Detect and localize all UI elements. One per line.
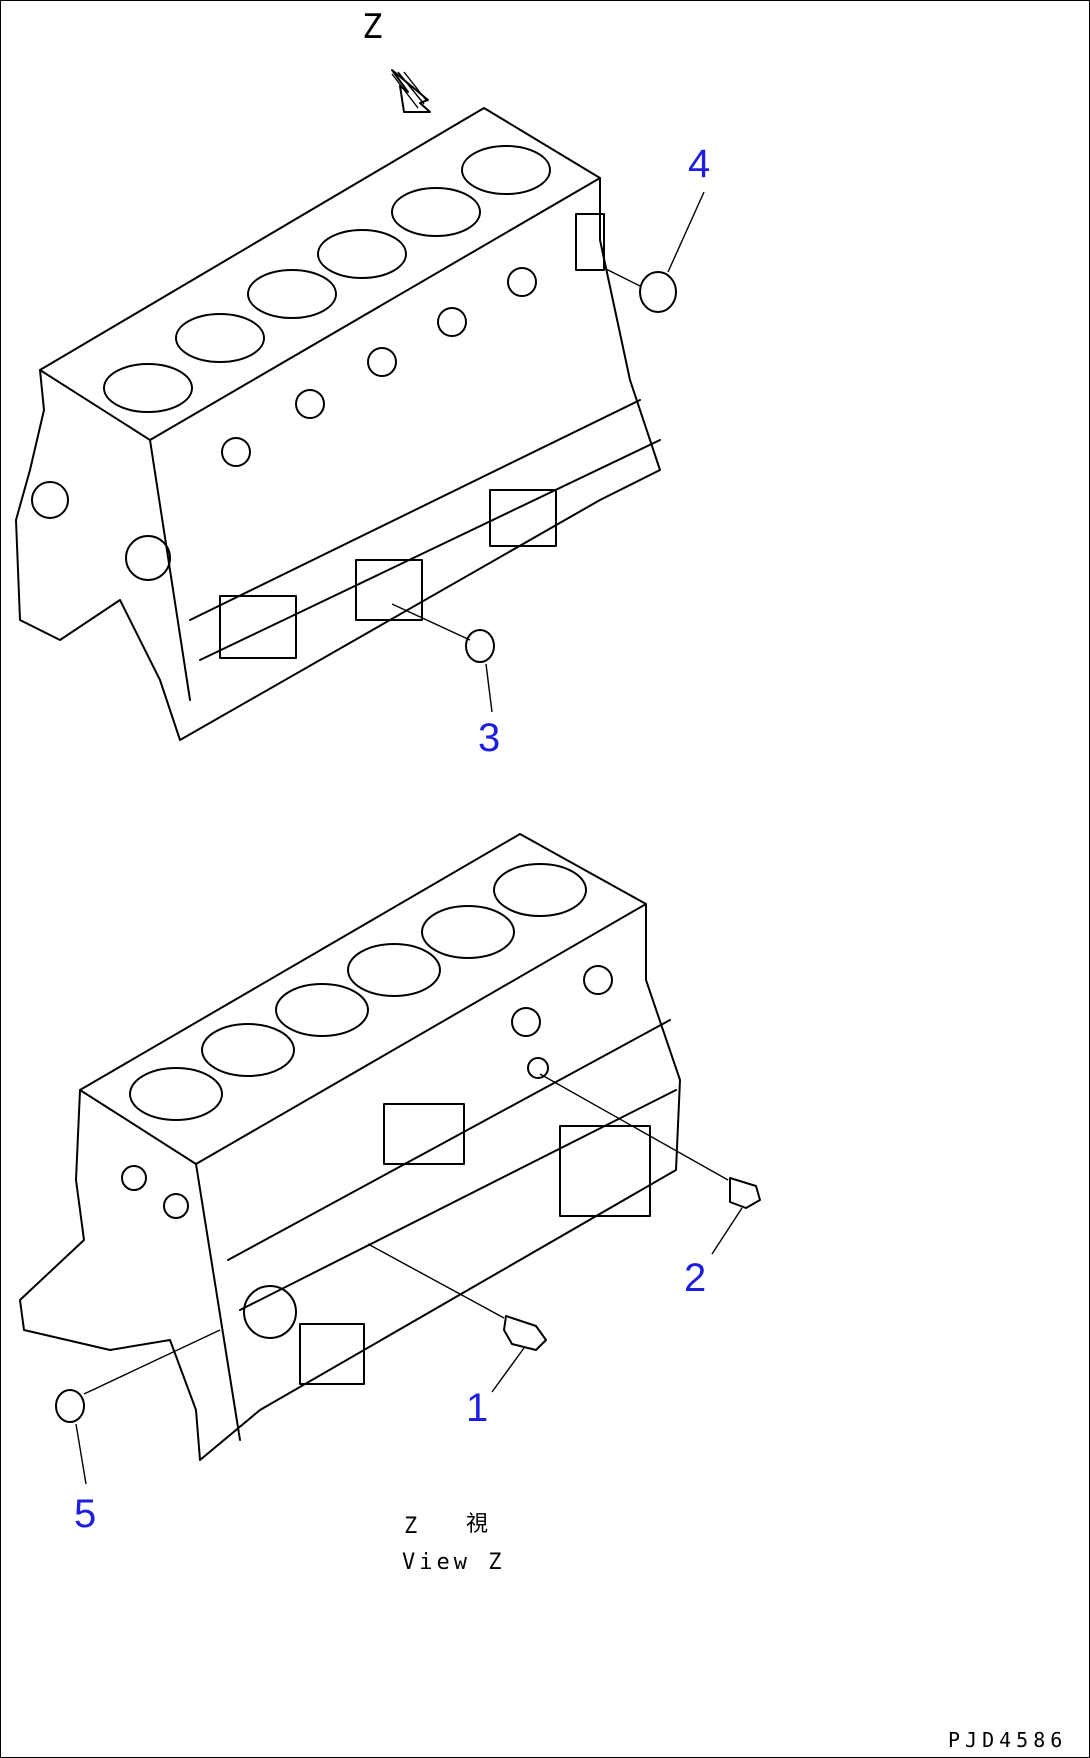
view-z-arrow [391, 69, 431, 113]
caption-view-letter: Z [404, 1514, 422, 1539]
callout-3: 3 [478, 716, 501, 760]
caption-view-kanji: 視 [466, 1512, 493, 1537]
callout-1: 1 [466, 1386, 489, 1430]
part-3-plug [391, 603, 495, 713]
part-5-plug [55, 1329, 221, 1485]
lower-engine-block [19, 833, 681, 1461]
callout-2: 2 [684, 1256, 707, 1300]
part-4-plug [603, 191, 705, 313]
part-1-sensor [367, 1243, 547, 1393]
caption-view-z: View Z [402, 1550, 506, 1575]
view-z-arrow-label: Z [362, 7, 383, 47]
upper-engine-block [15, 107, 661, 741]
callout-5: 5 [74, 1492, 97, 1536]
part-2-switch [539, 1073, 761, 1255]
drawing-code: PJD4586 [948, 1728, 1068, 1752]
callout-4: 4 [688, 142, 711, 186]
